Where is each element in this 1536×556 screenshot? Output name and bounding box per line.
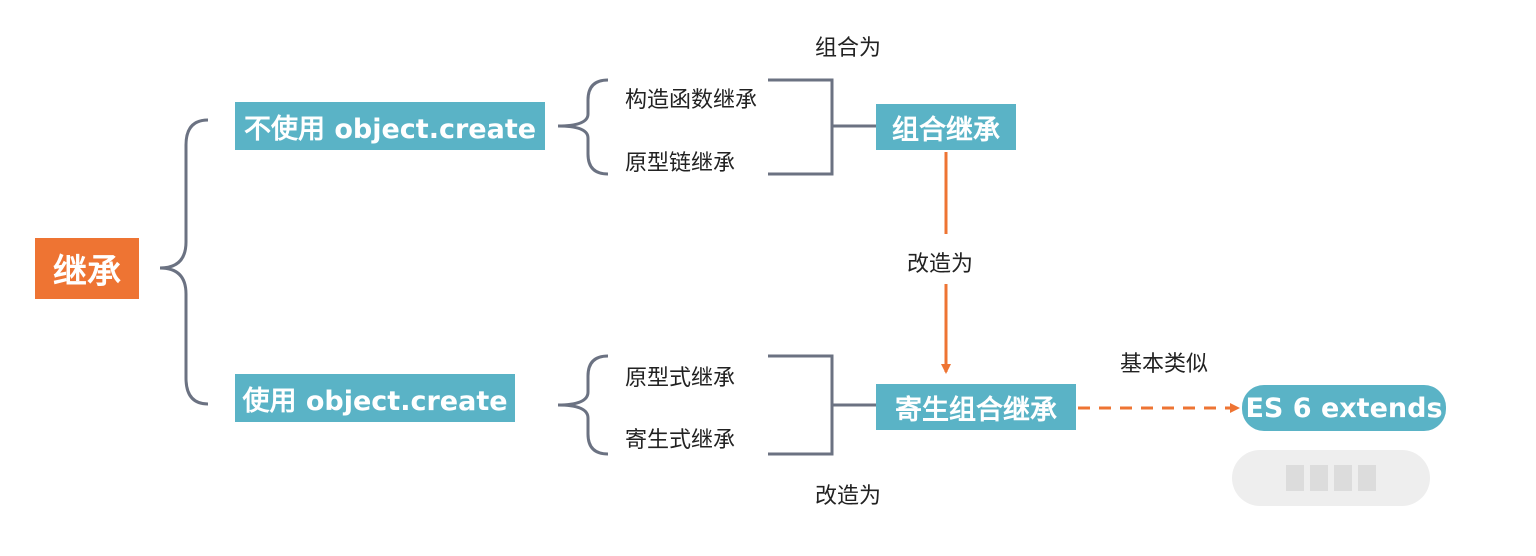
watermark-block [1358, 465, 1376, 491]
annotation-combine: 组合为 [815, 36, 882, 61]
watermark-block [1334, 465, 1352, 491]
item-constructor-inheritance: 构造函数继承 [625, 88, 758, 113]
es6-extends-node: ES 6 extends [1242, 385, 1446, 431]
branch-label: 不使用 object.create [243, 113, 537, 145]
watermark [1232, 450, 1430, 506]
watermark-block [1310, 465, 1328, 491]
root-node: 继承 [35, 238, 139, 299]
annotation-transform-bottom: 改造为 [815, 484, 882, 509]
root-label: 继承 [53, 252, 121, 292]
watermark-block [1286, 465, 1304, 491]
parasitic-combined-inheritance-node: 寄生组合继承 [876, 384, 1076, 430]
branch-no-object-create: 不使用 object.create [235, 102, 545, 150]
top-left-brace [557, 78, 609, 176]
item-prototype-chain-inheritance: 原型链继承 [625, 151, 736, 176]
annotation-similar: 基本类似 [1120, 352, 1209, 377]
top-right-bracket [768, 78, 834, 176]
item-prototypal-inheritance: 原型式继承 [625, 366, 736, 391]
root-brace [159, 118, 209, 406]
annotation-transform-middle: 改造为 [907, 252, 974, 277]
combined-inheritance-node: 组合继承 [876, 104, 1016, 150]
bottom-left-brace [557, 354, 609, 456]
item-parasitic-inheritance: 寄生式继承 [625, 428, 736, 453]
bottom-right-bracket [768, 354, 834, 456]
node-label: ES 6 extends [1245, 392, 1443, 424]
node-label: 寄生组合继承 [895, 394, 1057, 426]
branch-object-create: 使用 object.create [235, 374, 515, 422]
branch-label: 使用 object.create [242, 385, 508, 417]
node-label: 组合继承 [892, 114, 1000, 146]
